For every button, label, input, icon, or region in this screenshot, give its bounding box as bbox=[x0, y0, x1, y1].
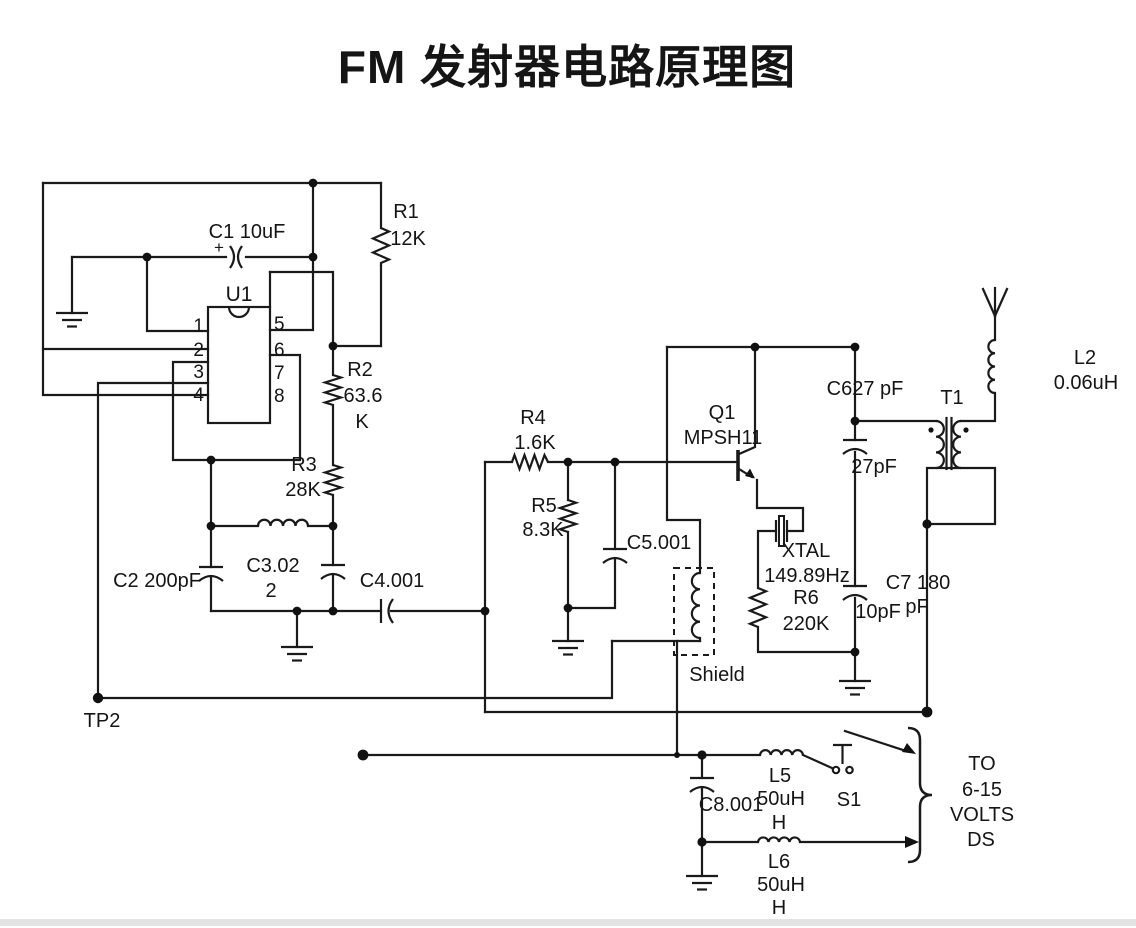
capacitor-c2 bbox=[198, 565, 224, 582]
resistor-r1 bbox=[370, 226, 392, 266]
label-c1: C1 10uF bbox=[209, 221, 286, 243]
label-r6-value: 220K bbox=[783, 613, 830, 635]
label-c7-line2: pF bbox=[905, 596, 928, 618]
resistor-r2 bbox=[321, 373, 345, 407]
label-l6: L6 bbox=[768, 851, 790, 873]
label-l6-value: 50uH bbox=[757, 874, 805, 896]
ground-c1 bbox=[56, 311, 88, 328]
capacitor-c5 bbox=[602, 547, 628, 564]
shield-coil bbox=[690, 571, 701, 640]
label-l6-value2: H bbox=[772, 897, 786, 919]
resistor-r6 bbox=[747, 586, 769, 629]
label-l2: L2 bbox=[1074, 347, 1096, 369]
wires bbox=[41, 181, 1009, 878]
label-l5: L5 bbox=[769, 765, 791, 787]
label-c3-line2: 2 bbox=[265, 580, 276, 602]
ground-c8 bbox=[686, 874, 718, 891]
arrow-head-bottom bbox=[905, 836, 919, 848]
supply-line4: DS bbox=[967, 829, 995, 851]
label-r3-value: 28K bbox=[285, 479, 321, 501]
label-l5-value: 50uH bbox=[757, 788, 805, 810]
label-s1: S1 bbox=[837, 789, 861, 811]
label-q1: Q1 bbox=[709, 402, 736, 424]
label-r2: R2 bbox=[347, 359, 373, 381]
label-r4: R4 bbox=[520, 407, 546, 429]
label-u1: U1 bbox=[226, 283, 253, 306]
label-c6: C627 pF bbox=[827, 378, 904, 400]
junction-dots bbox=[92, 178, 933, 847]
inductor-l2-coil bbox=[987, 338, 996, 395]
switch-s1 bbox=[831, 743, 854, 775]
label-q1-part: MPSH11 bbox=[684, 427, 763, 449]
supply-line2: 6-15 bbox=[962, 779, 1002, 801]
capacitor-c4 bbox=[379, 598, 394, 624]
label-c7: C7 180 bbox=[886, 572, 951, 594]
label-r4-value: 1.6K bbox=[514, 432, 556, 454]
resistor-r3 bbox=[321, 463, 345, 497]
t1-phase-dot-left bbox=[928, 427, 934, 433]
transformer-t1-windings bbox=[935, 419, 962, 470]
label-l5-value2: H bbox=[772, 812, 786, 834]
resistor-r4 bbox=[510, 451, 549, 473]
scan-artifact bbox=[0, 919, 1136, 926]
label-r3: R3 bbox=[291, 454, 317, 476]
ic-pin-numbers: 1 2 3 4 5 6 7 8 bbox=[193, 314, 284, 407]
label-r5: R5 bbox=[531, 495, 557, 517]
pin-4: 4 bbox=[193, 385, 204, 406]
crystal-xtal bbox=[774, 515, 789, 547]
label-r1: R1 bbox=[393, 201, 419, 223]
ic-u1 bbox=[206, 305, 272, 425]
ground-r5 bbox=[552, 639, 584, 656]
label-c6-value: 27pF bbox=[851, 456, 897, 478]
transistor-q1 bbox=[736, 450, 755, 481]
label-t1: T1 bbox=[940, 387, 963, 409]
capacitor-c1 bbox=[229, 245, 243, 269]
supply-text: TO 6-15 VOLTS DS bbox=[950, 753, 1014, 851]
label-c3: C3.02 bbox=[246, 555, 299, 577]
label-r2-value: 63.6 bbox=[344, 385, 383, 407]
supply-line3: VOLTS bbox=[950, 804, 1014, 826]
label-xtal: XTAL bbox=[782, 540, 831, 562]
arrow-head-top bbox=[902, 743, 916, 754]
label-xtal-freq: 149.89Hz bbox=[764, 565, 850, 587]
page-title: FM 发射器电路原理图 bbox=[338, 41, 796, 93]
label-c8: C8.001 bbox=[699, 794, 764, 816]
label-c7-value: 10pF bbox=[855, 601, 901, 623]
capacitor-c8 bbox=[689, 776, 715, 793]
pin-7: 7 bbox=[274, 363, 285, 384]
pin-3: 3 bbox=[193, 362, 204, 383]
label-l2-value: 0.06uH bbox=[1054, 372, 1119, 394]
pin-1: 1 bbox=[193, 316, 204, 337]
label-c1-polarity: + bbox=[214, 238, 224, 257]
label-c4: C4.001 bbox=[360, 570, 425, 592]
pin-6: 6 bbox=[274, 340, 285, 361]
supply-line1: TO bbox=[968, 753, 995, 775]
label-r6: R6 bbox=[793, 587, 819, 609]
pin-8: 8 bbox=[274, 386, 285, 407]
label-c5: C5.001 bbox=[627, 532, 692, 554]
ground-c2c3 bbox=[281, 645, 313, 662]
resistor-r5 bbox=[556, 498, 580, 534]
capacitor-c6 bbox=[842, 438, 868, 455]
inductor-l5-coil bbox=[758, 749, 805, 756]
label-c2: C2 200pF bbox=[113, 570, 201, 592]
label-shield: Shield bbox=[689, 664, 745, 686]
capacitor-c3 bbox=[320, 563, 346, 580]
inductor-l6-coil bbox=[756, 836, 802, 843]
pin-2: 2 bbox=[193, 340, 204, 361]
label-r2-value2: K bbox=[355, 411, 369, 433]
shield-box bbox=[673, 567, 715, 656]
t1-phase-dot-right bbox=[963, 427, 969, 433]
label-r5-value: 8.3K bbox=[522, 519, 564, 541]
inductor-l1-coil bbox=[256, 518, 310, 527]
label-r1-value: 12K bbox=[390, 228, 426, 250]
ground-r6 bbox=[839, 679, 871, 696]
capacitor-c7 bbox=[842, 584, 868, 601]
label-tp2: TP2 bbox=[84, 710, 121, 732]
pin-5: 5 bbox=[274, 314, 285, 335]
supply-brace bbox=[907, 726, 933, 864]
